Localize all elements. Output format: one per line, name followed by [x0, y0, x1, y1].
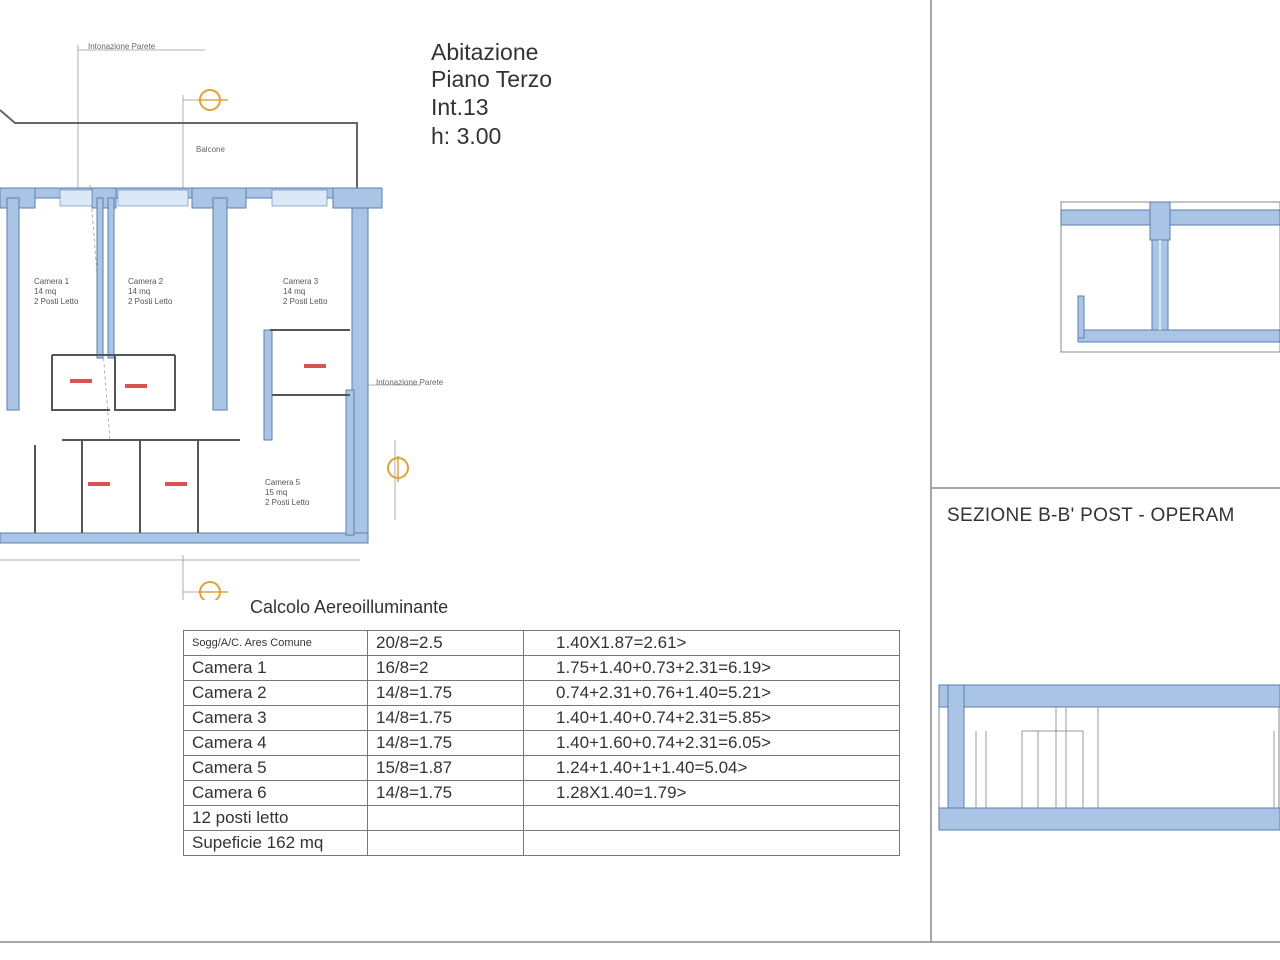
table-row: Camera 4 14/8=1.75 1.40+1.60+0.74+2.31=6…: [183, 730, 900, 756]
table-cell: Camera 1: [183, 655, 368, 681]
table-cell: [367, 805, 524, 831]
room-beds: 2 Posti Letto: [265, 498, 310, 507]
table-cell: 15/8=1.87: [367, 755, 524, 781]
table-row: Camera 3 14/8=1.75 1.40+1.40+0.74+2.31=5…: [183, 705, 900, 731]
balcony-label: Balcone: [196, 145, 225, 154]
room-label: Camera 1 14 mq 2 Posti Letto: [34, 277, 78, 307]
room-label: Camera 2 14 mq 2 Posti Letto: [128, 277, 172, 307]
annotation-right: Intonazione Parete: [376, 378, 444, 387]
table-cell: 20/8=2.5: [367, 630, 524, 656]
title-line-3: Int.13: [431, 94, 489, 120]
table-cell: Camera 6: [183, 780, 368, 806]
section-drawing-top: [1060, 201, 1280, 353]
table-cell: [523, 805, 900, 831]
table-cell: Supeficie 162 mq: [183, 830, 368, 856]
section-marker-icon: [198, 581, 228, 600]
room-beds: 2 Posti Letto: [34, 297, 79, 306]
table-cell: 16/8=2: [367, 655, 524, 681]
table-cell: Sogg/A/C. Ares Comune: [183, 630, 368, 656]
table-cell: 14/8=1.75: [367, 730, 524, 756]
table-cell: 1.75+1.40+0.73+2.31=6.19>: [523, 655, 900, 681]
annotation-top: Intonazione Parete: [88, 42, 156, 51]
table-row: Camera 5 15/8=1.87 1.24+1.40+1+1.40=5.04…: [183, 755, 900, 781]
room-name: Camera 3: [283, 277, 319, 286]
table-row: Sogg/A/C. Ares Comune 20/8=2.5 1.40X1.87…: [183, 630, 900, 656]
room-label: Camera 5 15 mq 2 Posti Letto: [265, 478, 309, 508]
room-name: Camera 5: [265, 478, 301, 487]
room-label: Camera 3 14 mq 2 Posti Letto: [283, 277, 327, 307]
table-cell: Camera 2: [183, 680, 368, 706]
room-beds: 2 Posti Letto: [128, 297, 173, 306]
room-area: 14 mq: [34, 287, 57, 296]
table-row: Camera 1 16/8=2 1.75+1.40+0.73+2.31=6.19…: [183, 655, 900, 681]
table-cell: 1.24+1.40+1+1.40=5.04>: [523, 755, 900, 781]
table-row: 12 posti letto: [183, 805, 900, 831]
section-marker-icon: [198, 89, 228, 111]
table-cell: 1.40+1.60+0.74+2.31=6.05>: [523, 730, 900, 756]
table-row: Supeficie 162 mq: [183, 830, 900, 856]
floor-plan: [0, 45, 420, 600]
table-cell: 1.28X1.40=1.79>: [523, 780, 900, 806]
section-title: SEZIONE B-B' POST - OPERAM: [947, 505, 1235, 526]
room-area: 15 mq: [265, 488, 288, 497]
room-name: Camera 1: [34, 277, 70, 286]
room-name: Camera 2: [128, 277, 164, 286]
room-beds: 2 Posti Letto: [283, 297, 328, 306]
table-cell: 1.40X1.87=2.61>: [523, 630, 900, 656]
table-cell: 14/8=1.75: [367, 705, 524, 731]
title-line-4: h: 3.00: [431, 123, 502, 149]
table-cell: 0.74+2.31+0.76+1.40=5.21>: [523, 680, 900, 706]
table-cell: Camera 3: [183, 705, 368, 731]
section-drawing-bottom: [938, 684, 1280, 831]
table-cell: 14/8=1.75: [367, 780, 524, 806]
section-marker-icon: [387, 456, 409, 482]
table-cell: 14/8=1.75: [367, 680, 524, 706]
table-cell: Camera 5: [183, 755, 368, 781]
table-cell: [523, 830, 900, 856]
table-cell: 12 posti letto: [183, 805, 368, 831]
title-line-2: Piano Terzo: [431, 66, 553, 92]
table-cell: Camera 4: [183, 730, 368, 756]
table-row: Camera 2 14/8=1.75 0.74+2.31+0.76+1.40=5…: [183, 680, 900, 706]
table-cell: 1.40+1.40+0.74+2.31=5.85>: [523, 705, 900, 731]
title-line-1: Abitazione: [431, 39, 539, 65]
table-row: Camera 6 14/8=1.75 1.28X1.40=1.79>: [183, 780, 900, 806]
room-area: 14 mq: [128, 287, 151, 296]
calc-table: Sogg/A/C. Ares Comune 20/8=2.5 1.40X1.87…: [183, 630, 900, 856]
room-area: 14 mq: [283, 287, 306, 296]
table-cell: [367, 830, 524, 856]
calc-title: Calcolo Aereoilluminante: [250, 597, 449, 617]
